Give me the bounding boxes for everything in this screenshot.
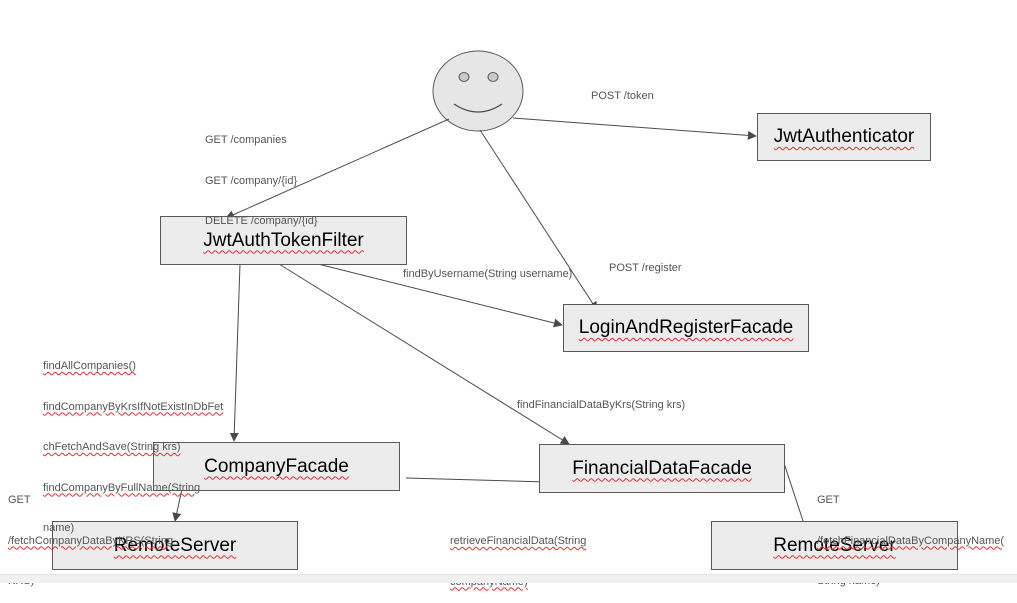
edge-user-to-filter <box>225 118 450 219</box>
label-line: findCompanyByKrsIfNotExistInDbFet <box>43 400 224 413</box>
label-line: GET /companies <box>205 134 287 146</box>
smiley-face-icon <box>432 50 524 132</box>
edge-financial-to-remote <box>783 462 808 531</box>
label-user-to-filter: GET /companies GET /company/{id} DELETE … <box>205 107 318 242</box>
diagram-canvas <box>172 50 808 531</box>
node-jwt-auth-token-filter: JwtAuthTokenFilter <box>160 216 407 265</box>
label-line: findCompanyByFullName(String <box>43 481 201 494</box>
label-line: chFetchAndSave(String krs) <box>43 441 181 453</box>
node-financial-data-facade: FinancialDataFacade <box>539 444 785 493</box>
edge-filter-to-login <box>317 263 563 328</box>
edge-user-to-login <box>479 129 598 311</box>
edge-filter-to-financial <box>278 263 570 445</box>
edge-company-to-remote <box>172 488 183 522</box>
label-line: DELETE /company/{id} <box>205 215 318 227</box>
edge-user-to-authenticator <box>512 117 757 140</box>
label-user-to-login: POST /register <box>609 262 682 274</box>
edge-company-to-financial <box>405 477 548 487</box>
node-label: RemoteServer <box>113 534 237 556</box>
label-line: /fetchCompanyDataByKRS(String <box>8 534 174 547</box>
node-label: JwtAuthenticator <box>773 126 915 147</box>
label-line: /fetchFinancialDataByCompanyName( <box>817 534 1005 547</box>
edge-filter-to-company <box>229 263 241 442</box>
node-remote-server-left: RemoteServer <box>52 521 298 570</box>
label-user-to-authenticator: POST /token <box>591 90 654 102</box>
bottom-scrollbar-strip <box>0 574 1017 583</box>
node-label: LoginAndRegisterFacade <box>578 317 794 338</box>
node-company-facade: CompanyFacade <box>153 442 400 491</box>
label-company-to-financial: retrieveFinancialData(String companyName… <box>450 508 586 603</box>
node-label: FinancialDataFacade <box>572 457 752 479</box>
label-line: retrieveFinancialData(String <box>450 535 587 547</box>
node-label: CompanyFacade <box>204 455 349 477</box>
label-line: findAllCompanies() <box>43 360 136 372</box>
node-login-and-register-facade: LoginAndRegisterFacade <box>563 304 809 352</box>
node-remote-server-right: RemoteServer <box>711 521 958 570</box>
label-filter-to-login: findByUsername(String username) <box>403 268 573 280</box>
node-label: RemoteServer <box>773 534 896 556</box>
label-filter-to-financial: findFinancialDataByKrs(String krs) <box>517 399 686 411</box>
label-filter-to-company: findAllCompanies() findCompanyByKrsIfNot… <box>43 333 223 549</box>
label-line: GET /company/{id} <box>205 174 298 187</box>
label-line: GET <box>817 494 840 506</box>
node-jwt-authenticator: JwtAuthenticator <box>757 113 931 161</box>
label-line: name) <box>43 522 75 534</box>
node-label: JwtAuthTokenFilter <box>203 229 364 251</box>
label-line: GET <box>8 494 31 506</box>
